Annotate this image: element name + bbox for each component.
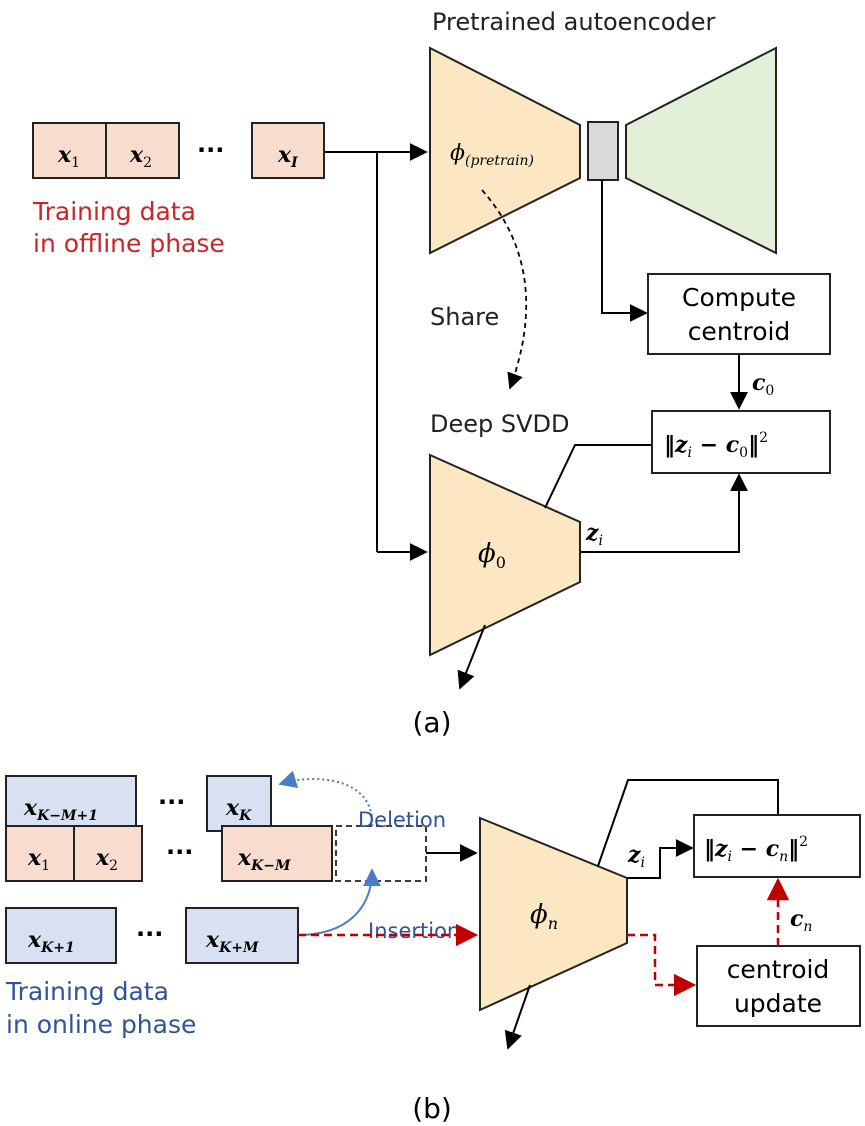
zi-label-a: zi	[585, 520, 603, 549]
input-xI-label: xI	[277, 142, 298, 171]
svdd-title: Deep SVDD	[430, 410, 570, 438]
compute-centroid-line1: Compute	[682, 283, 796, 312]
phin-label: ϕn	[530, 900, 558, 933]
zi-to-loss-line	[580, 473, 748, 553]
compute-centroid-box	[647, 273, 831, 355]
input-x1-label: x1	[57, 142, 80, 171]
online-encoder-phin	[479, 816, 628, 1012]
loss-box-a	[651, 410, 831, 474]
pretrain-decoder	[625, 46, 777, 255]
phin-weight-line	[597, 779, 779, 867]
row2-x2-label: x2	[95, 845, 118, 874]
row2-xKM-label: xK−M	[237, 845, 291, 874]
training-offline-label-line1: Training data	[32, 197, 196, 226]
row2-ellipsis: ···	[166, 838, 193, 866]
input-box-xI	[251, 122, 325, 179]
centroid-update-box	[696, 945, 861, 1027]
cn-label: cn	[790, 906, 812, 935]
row1-box-xK	[206, 775, 272, 832]
c0-label: c0	[752, 370, 774, 399]
autoencoder-title: Pretrained autoencoder	[432, 8, 716, 36]
share-label: Share	[430, 303, 499, 331]
input-box-x1	[32, 122, 107, 179]
row2-x1-label: x1	[27, 845, 50, 874]
input-x2-label: x2	[129, 142, 152, 171]
input-box-x2	[105, 122, 180, 179]
training-offline-label-line2: in offline phase	[33, 229, 225, 258]
pretrain-encoder-label: ϕ(pretrain)	[450, 141, 534, 169]
row1-xKM1-label: xK−M+1	[23, 795, 98, 824]
row2-box-x1	[5, 825, 75, 882]
latent-to-centroid-line	[601, 180, 648, 322]
zi-to-loss-line-b	[627, 839, 694, 879]
loss-box-b	[693, 814, 861, 878]
training-online-label-line1: Training data	[5, 977, 169, 1006]
phi0-weight-line	[544, 444, 652, 509]
panel-a: x1 x2 xI ··· Training data in offline ph…	[32, 8, 831, 739]
loss-label-b: ‖zi − cn‖2	[704, 834, 808, 865]
panel-b: xK−M+1 xK ··· x1 x2 xK−M ··· xK+1 xK+M ·…	[5, 770, 861, 1125]
row2-box-x2	[73, 825, 143, 882]
row1-xK-label: xK	[225, 795, 252, 824]
row3-box-xKM	[185, 907, 299, 964]
zi-label-b: zi	[627, 842, 645, 871]
centroid-update-line1: centroid	[727, 955, 830, 984]
training-online-label-line2: in online phase	[6, 1010, 196, 1039]
phin-to-centroid-line	[627, 933, 697, 997]
deletion-arrow	[278, 770, 374, 827]
pretrain-encoder	[429, 46, 581, 255]
input-ellipsis: ···	[197, 136, 224, 164]
centroid-update-line2: update	[734, 989, 822, 1018]
row1-ellipsis: ···	[158, 788, 185, 816]
compute-centroid-line2: centroid	[688, 317, 791, 346]
caption-b: (b)	[412, 1092, 452, 1125]
row3-xK1-label: xK+1	[27, 927, 75, 956]
phi0-label: ϕ0	[478, 539, 506, 572]
row3-xKM-label: xK+M	[205, 927, 259, 956]
caption-a: (a)	[412, 706, 451, 739]
loss-label-a: ‖zi − c0‖2	[664, 430, 768, 461]
row2-box-xKM	[221, 825, 333, 882]
row3-ellipsis: ···	[136, 920, 163, 948]
phi0-gradient-arrow	[457, 624, 486, 690]
svdd-encoder-phi0	[429, 453, 581, 657]
latent-code	[587, 121, 619, 181]
deletion-label: Deletion	[358, 808, 446, 832]
row3-box-xK1	[5, 907, 117, 964]
insertion-label: Insertion	[368, 919, 460, 943]
insertion-slot	[335, 825, 427, 882]
share-arrow	[481, 189, 528, 390]
phin-gradient-arrow	[504, 984, 531, 1050]
